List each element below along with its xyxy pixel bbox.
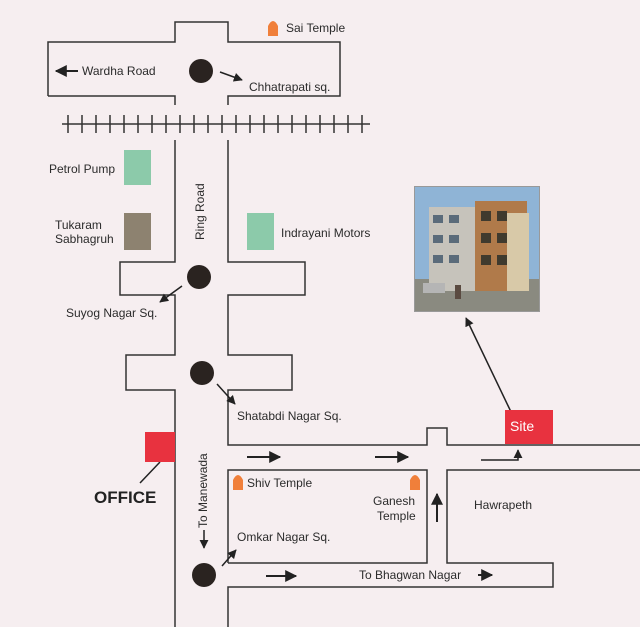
junction-marker — [192, 563, 216, 587]
tukaram-label-line2: Sabhagruh — [55, 232, 114, 246]
shiv-temple-label: Shiv Temple — [247, 476, 313, 490]
to-bhagwan-nagar-label: To Bhagwan Nagar — [359, 568, 462, 582]
shatabdi-nagar-sq-label: Shatabdi Nagar Sq. — [237, 409, 342, 423]
inner-block-edge — [227, 469, 428, 564]
indrayani-motors-label: Indrayani Motors — [281, 226, 371, 240]
site-marker — [505, 410, 553, 444]
ganesh-temple-label-line2: Temple — [377, 509, 416, 523]
office-marker — [145, 432, 175, 462]
site-pointer-line — [465, 317, 513, 415]
arrow-icon — [216, 383, 236, 405]
ring-road-right-edge — [227, 140, 640, 446]
junction-marker — [189, 59, 213, 83]
railway-track — [62, 115, 370, 133]
temple-icon — [233, 475, 243, 490]
temple-icon — [268, 21, 278, 36]
tukaram-label-line1: Tukaram — [55, 218, 102, 232]
ganesh-temple-label-line1: Ganesh — [373, 494, 416, 508]
hawrapeth-label: Hawrapeth — [474, 498, 533, 512]
petrol-pump-building — [124, 150, 151, 185]
ring-road-label: Ring Road — [193, 183, 207, 240]
to-manewada-label: To Manewada — [196, 453, 210, 528]
site-label: Site — [510, 418, 535, 434]
office-label: OFFICE — [94, 488, 157, 507]
building-illustration — [415, 187, 539, 311]
arrow-icon — [221, 549, 237, 567]
lower-road-edge — [227, 469, 640, 627]
sai-temple-label: Sai Temple — [286, 21, 346, 35]
suyog-nagar-sq-label: Suyog Nagar Sq. — [66, 306, 158, 320]
site-photo — [414, 186, 540, 312]
wardha-road-outline-left — [48, 95, 176, 105]
tukaram-sabhagruh-building — [124, 213, 151, 250]
temple-icon — [410, 475, 420, 490]
petrol-pump-label: Petrol Pump — [49, 162, 116, 176]
wardha-road-outline — [47, 21, 341, 105]
arrow-icon — [481, 449, 523, 461]
chhatrapati-sq-label: Chhatrapati sq. — [249, 80, 331, 94]
wardha-road-label: Wardha Road — [82, 64, 156, 78]
arrow-icon — [159, 285, 183, 303]
indrayani-motors-building — [247, 213, 274, 250]
arrow-icon — [219, 71, 243, 82]
ring-road-left-edge — [119, 140, 176, 627]
omkar-nagar-sq-label: Omkar Nagar Sq. — [237, 530, 331, 544]
arrow-icon — [139, 461, 161, 484]
junction-marker — [187, 265, 211, 289]
junction-marker — [190, 361, 214, 385]
